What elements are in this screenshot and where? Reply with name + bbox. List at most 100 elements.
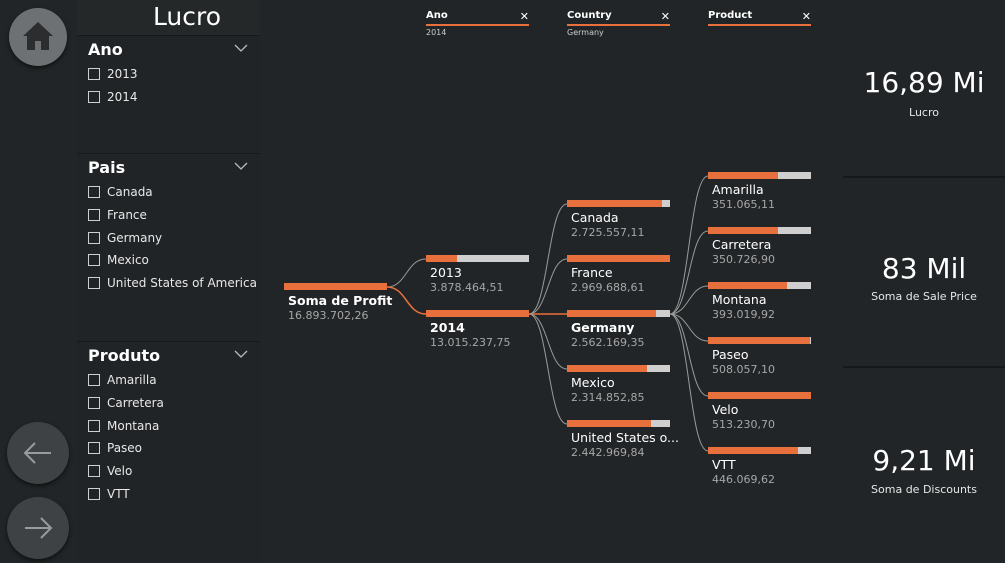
tree-link [528, 258, 568, 315]
slicer-option[interactable]: Paseo [88, 439, 142, 457]
node-value: 351.065,11 [712, 198, 775, 211]
node-value: 2.442.969,84 [571, 446, 644, 459]
node-value: 350.726,90 [712, 253, 775, 266]
kpi-card: 9,21 Mi Soma de Discounts [843, 368, 1005, 563]
slicer-option[interactable]: France [88, 206, 147, 224]
node-value: 2.562.169,35 [571, 336, 644, 349]
page-title: Lucro [152, 2, 222, 31]
slicer-option[interactable]: Velo [88, 462, 132, 480]
node-bar[interactable] [567, 420, 651, 427]
node-value: 3.878.464,51 [430, 281, 503, 294]
tree-canvas: Soma de Profit16.893.702,2620133.878.464… [284, 172, 811, 486]
slicer-option[interactable]: Canada [88, 183, 153, 201]
slicer-option[interactable]: Germany [88, 229, 162, 247]
arrow-left-icon [23, 442, 51, 464]
slicer-option[interactable]: United States of America [88, 274, 257, 292]
decomposition-tree: Ano ✕ 2014 Country ✕ Germany Product ✕ S… [262, 0, 842, 563]
node-label: 2013 [430, 265, 462, 280]
tree-link [669, 313, 709, 397]
node-label: France [571, 265, 613, 280]
node-bar[interactable] [426, 255, 457, 262]
node-bar-track [426, 255, 529, 262]
breadcrumb-product[interactable]: Product ✕ [708, 10, 811, 28]
node-bar[interactable] [567, 200, 662, 207]
checkbox[interactable] [88, 465, 100, 477]
node-bar[interactable] [426, 310, 529, 317]
node-value: 2.969.688,61 [571, 281, 644, 294]
checkbox[interactable] [88, 277, 100, 289]
node-value: 513.230,70 [712, 418, 775, 431]
slicer-produto: Produto Amarilla Carretera Montana Paseo… [77, 341, 260, 563]
slicer-pais: Pais Canada France Germany Mexico United… [77, 153, 260, 341]
kpi-card: 83 Mil Soma de Sale Price [843, 178, 1005, 368]
close-icon[interactable]: ✕ [801, 10, 811, 23]
node-bar[interactable] [708, 447, 798, 454]
node-bar[interactable] [567, 255, 670, 262]
chevron-down-icon[interactable] [234, 44, 248, 52]
slicer-title: Ano [88, 40, 123, 59]
node-label: Amarilla [712, 182, 764, 197]
node-label: Montana [712, 292, 767, 307]
kpi-card: 16,89 Mi Lucro [843, 0, 1005, 178]
checkbox[interactable] [88, 254, 100, 266]
checkbox[interactable] [88, 420, 100, 432]
slicer-option[interactable]: Amarilla [88, 371, 157, 389]
node-bar[interactable] [708, 227, 778, 234]
slicer-option[interactable]: 2014 [88, 88, 138, 106]
slicer-option[interactable]: Montana [88, 417, 159, 435]
kpi-panel: 16,89 Mi Lucro 83 Mil Soma de Sale Price… [843, 0, 1005, 563]
checkbox[interactable] [88, 209, 100, 221]
slicer-title: Produto [88, 346, 161, 365]
tree-link [386, 258, 427, 288]
tree-link [528, 313, 568, 425]
node-value: 508.057,10 [712, 363, 775, 376]
node-bar[interactable] [567, 310, 656, 317]
breadcrumb-ano[interactable]: Ano ✕ 2014 [426, 10, 529, 37]
forward-button[interactable] [7, 497, 69, 559]
node-label: United States o... [571, 430, 679, 445]
tree-link [669, 313, 709, 452]
slicer-option[interactable]: Carretera [88, 394, 164, 412]
node-bar[interactable] [284, 283, 387, 290]
tree-link [528, 203, 568, 315]
tree-link [669, 313, 709, 342]
close-icon[interactable]: ✕ [660, 10, 670, 23]
chevron-down-icon[interactable] [234, 162, 248, 170]
checkbox[interactable] [88, 442, 100, 454]
checkbox[interactable] [88, 488, 100, 500]
checkbox[interactable] [88, 91, 100, 103]
node-bar[interactable] [708, 172, 778, 179]
close-icon[interactable]: ✕ [519, 10, 529, 23]
home-icon [23, 22, 53, 50]
slicer-option[interactable]: VTT [88, 485, 130, 503]
node-value: 446.069,62 [712, 473, 775, 486]
node-label: 2014 [430, 320, 465, 335]
node-bar[interactable] [708, 282, 787, 289]
slicer-option[interactable]: 2013 [88, 65, 138, 83]
checkbox[interactable] [88, 374, 100, 386]
node-bar[interactable] [567, 365, 647, 372]
kpi-value: 9,21 Mi [872, 444, 976, 477]
tree-link [669, 230, 709, 315]
checkbox[interactable] [88, 68, 100, 80]
kpi-label: Lucro [909, 106, 939, 119]
node-value: 2.725.557,11 [571, 226, 644, 239]
slicer-option[interactable]: Mexico [88, 251, 149, 269]
node-bar[interactable] [708, 337, 810, 344]
breadcrumb-country[interactable]: Country ✕ Germany [567, 10, 670, 37]
node-value: 13.015.237,75 [430, 336, 510, 349]
node-value: 2.314.852,85 [571, 391, 644, 404]
node-label: Mexico [571, 375, 615, 390]
checkbox[interactable] [88, 232, 100, 244]
home-button[interactable] [9, 8, 67, 66]
checkbox[interactable] [88, 397, 100, 409]
node-value: 393.019,92 [712, 308, 775, 321]
node-label: Carretera [712, 237, 771, 252]
kpi-label: Soma de Discounts [871, 483, 977, 496]
chevron-down-icon[interactable] [234, 350, 248, 358]
back-button[interactable] [7, 422, 69, 484]
arrow-right-icon [25, 517, 53, 539]
node-value: 16.893.702,26 [288, 309, 368, 322]
checkbox[interactable] [88, 186, 100, 198]
node-bar[interactable] [708, 392, 811, 399]
